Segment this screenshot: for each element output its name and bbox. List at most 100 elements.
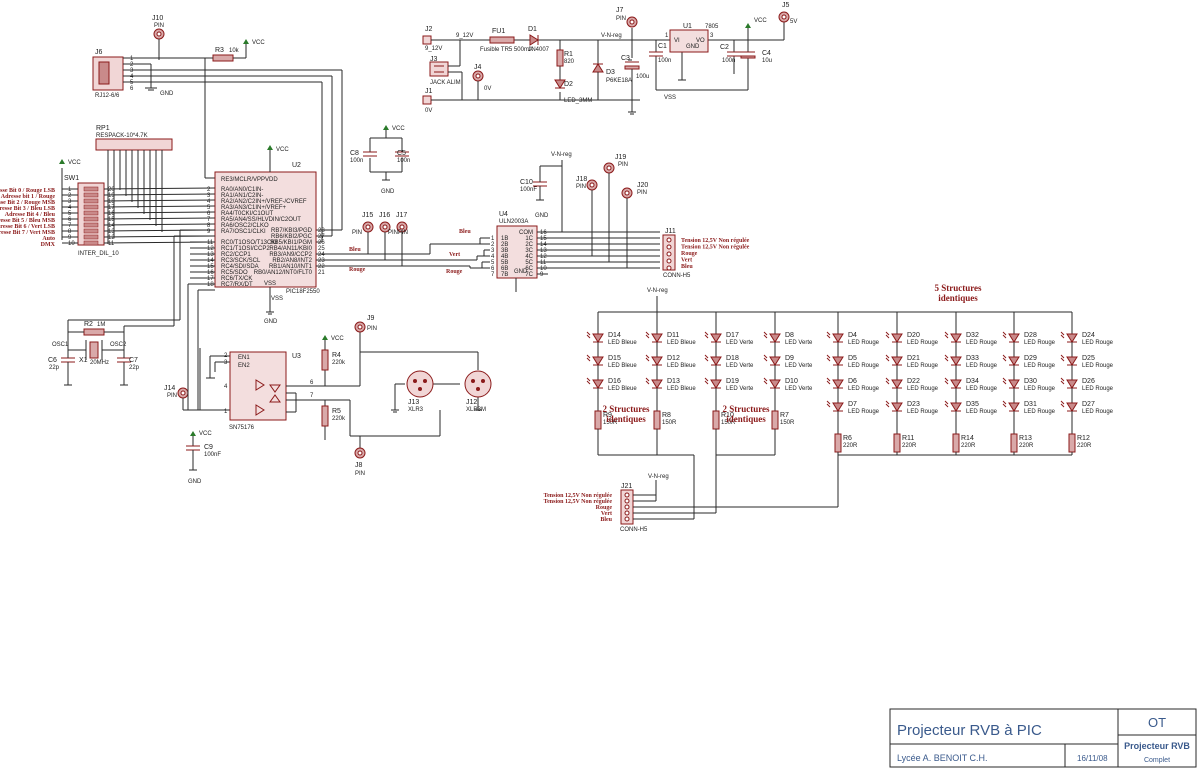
svg-text:Bleu: Bleu [459, 229, 471, 235]
svg-text:27: 27 [318, 234, 325, 240]
led-value: LED Rouge [848, 363, 880, 369]
svg-text:Rouge: Rouge [446, 269, 463, 275]
r1-resistor: R1 820 [556, 49, 575, 67]
resistor-value: 150R [780, 420, 795, 426]
uln-pin-label: 4B [501, 254, 508, 260]
svg-text:2: 2 [491, 242, 495, 248]
pic-pin-label: RA7/OSC1/CLKI [221, 229, 266, 235]
uln-pin-label: 1C [525, 236, 533, 242]
svg-text:2 Structures: 2 Structures [602, 404, 650, 414]
svg-text:17: 17 [207, 276, 214, 282]
switch-toggle [83, 228, 99, 234]
uln-pin-label: 2B [501, 242, 508, 248]
pic-pin-label: RC7/RX/DT [221, 282, 253, 288]
svg-text:7805: 7805 [705, 24, 719, 30]
d2-led: D2 LED_3MM [554, 79, 592, 104]
r3-resistor: R3 10k [212, 47, 240, 62]
switch-function-label: Adresse Bit 4 / Bleu [5, 212, 56, 218]
svg-text:V-N-reg: V-N-reg [601, 33, 622, 39]
svg-text:100n: 100n [722, 58, 735, 64]
led-value: LED Rouge [907, 340, 939, 346]
pic-pin-label: RA4/T0CKI/C1OUT [221, 211, 274, 217]
led-value: LED Rouge [1082, 386, 1114, 392]
j21-signal-label: Bleu [600, 517, 612, 523]
svg-text:U1: U1 [683, 23, 692, 30]
led-ref: D16 [608, 378, 621, 385]
svg-text:11: 11 [207, 240, 214, 246]
svg-text:PIN: PIN [388, 230, 398, 236]
svg-text:C10: C10 [520, 179, 533, 186]
j21-signal-label: Rouge [596, 505, 613, 511]
svg-text:C9: C9 [204, 444, 213, 451]
svg-text:6: 6 [310, 380, 314, 386]
svg-text:VSS: VSS [264, 281, 276, 287]
switch-pin-number: 10 [68, 241, 75, 247]
uln-pin-label: 3B [501, 248, 508, 254]
svg-text:1: 1 [130, 56, 134, 62]
j11-signal-label: Tension 12,5V Non régulée [681, 245, 750, 251]
switch-function-label: Adresse Bit 3 / Bleu LSB [0, 206, 55, 212]
svg-text:R3: R3 [215, 47, 224, 54]
svg-text:FU1: FU1 [492, 28, 505, 35]
svg-text:CONN-H5: CONN-H5 [620, 527, 648, 533]
svg-text:5 Structures: 5 Structures [934, 283, 982, 293]
svg-text:10: 10 [540, 266, 547, 272]
led-value: LED Rouge [1024, 386, 1056, 392]
led-ref: D10 [785, 378, 798, 385]
led-value: LED Rouge [1024, 340, 1056, 346]
j11-signal-label: Rouge [681, 251, 698, 257]
date-text: 16/11/08 [1077, 754, 1108, 763]
uln-pin-label: 4C [525, 254, 533, 260]
pic-pin-label: RB7/KBI3/PGD [271, 228, 313, 234]
switch-pin-number: 17 [108, 205, 115, 211]
switch-toggle [83, 216, 99, 222]
svg-text:V-N-reg: V-N-reg [648, 474, 669, 480]
led-value: LED Bleue [667, 363, 696, 369]
gnd-symbol-j6: GND [145, 87, 174, 97]
svg-text:J11: J11 [665, 228, 676, 235]
led-ref: D8 [785, 332, 794, 339]
svg-text:V-N-reg: V-N-reg [647, 288, 668, 294]
svg-text:J14: J14 [164, 385, 175, 392]
switch-pin-number: 5 [68, 211, 72, 217]
svg-text:EN2: EN2 [238, 363, 250, 369]
svg-text:C3: C3 [621, 55, 630, 62]
j21-signal-label: Tension 12,5V Non régulée [544, 499, 613, 505]
svg-text:J7: J7 [616, 7, 624, 14]
svg-text:J10: J10 [152, 15, 163, 22]
svg-text:6: 6 [130, 86, 134, 92]
svg-text:100n: 100n [350, 158, 363, 164]
svg-text:VCC: VCC [331, 336, 344, 342]
j7-pin: J7 PIN [616, 7, 638, 28]
led-ref: D4 [848, 332, 857, 339]
svg-text:XLR3M: XLR3M [466, 407, 486, 413]
status-text: Complet [1144, 757, 1170, 764]
x1-crystal: X1 20MHz [79, 340, 109, 366]
resistor-ref: R12 [1077, 435, 1090, 442]
svg-text:R1: R1 [564, 51, 573, 58]
led-value: LED Rouge [848, 386, 880, 392]
switch-pin-number: 1 [68, 187, 72, 193]
svg-text:JACK ALIM: JACK ALIM [430, 80, 461, 86]
pic-pin-label: RB6/KBI2/PGC [271, 234, 313, 240]
project-text: Projecteur RVB [1124, 741, 1190, 751]
svg-text:15: 15 [207, 264, 214, 270]
svg-text:RP1: RP1 [96, 125, 110, 132]
c4-capacitor: C4 10u [740, 50, 772, 64]
uln-pin-label: 7B [501, 272, 508, 278]
svg-text:7: 7 [491, 272, 495, 278]
led-ref: D7 [848, 401, 857, 408]
svg-text:C4: C4 [762, 50, 771, 57]
